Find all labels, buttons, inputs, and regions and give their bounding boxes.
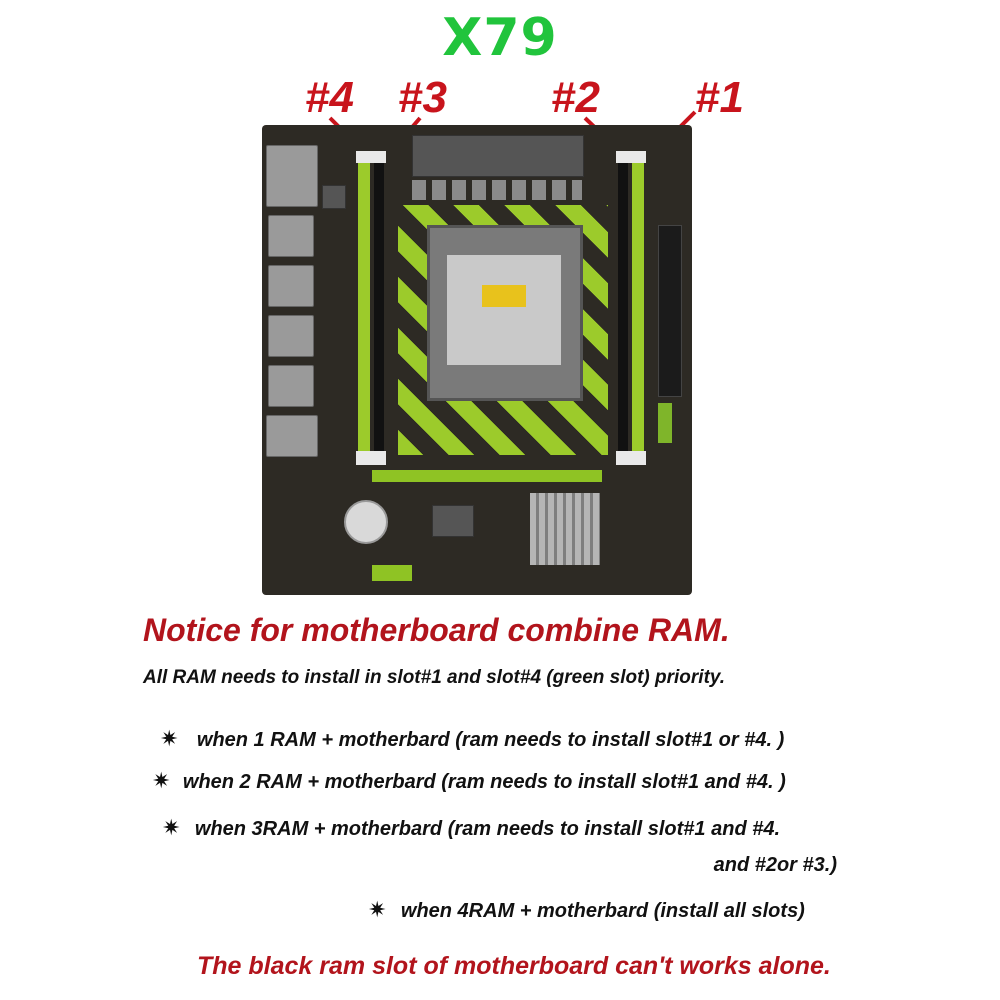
sata-port <box>658 403 672 443</box>
notice-title: Notice for motherboard combine RAM. <box>143 612 730 648</box>
onboard-chip <box>322 185 346 209</box>
rear-io-port <box>266 145 318 207</box>
rule-text: when 1 RAM + motherbard (ram needs to in… <box>196 729 785 751</box>
asterisk-icon: ✷ <box>162 815 181 840</box>
page-title: X79 <box>442 8 558 68</box>
dimm-latch <box>616 151 646 163</box>
rule-item-2: ✷ when 2 RAM + motherbard (ram needs to … <box>152 768 786 794</box>
cmos-battery <box>344 500 388 544</box>
rule-text: when 3RAM + motherbard (ram needs to ins… <box>194 818 781 840</box>
slot-label-2: #2 <box>551 73 600 122</box>
rear-io-port <box>268 215 314 257</box>
rule-text-continuation: and #2or #3.) <box>713 854 837 876</box>
cpu-socket-lga2011 <box>447 255 561 365</box>
dimm-slot-2 <box>618 163 628 463</box>
pcie-x16-slot <box>372 470 602 482</box>
dimm-latch <box>616 451 646 465</box>
onboard-chip <box>432 505 474 537</box>
asterisk-icon: ✷ <box>160 726 179 751</box>
rule-text: when 2 RAM + motherbard (ram needs to in… <box>182 771 786 793</box>
socket-cover-label <box>482 285 526 307</box>
dimm-latch <box>356 151 386 163</box>
chipset-heatsink <box>530 493 600 565</box>
dimm-slot-4 <box>358 163 370 463</box>
rear-io-port <box>268 265 314 307</box>
slot-label-4: #4 <box>305 73 354 122</box>
slot-label-1: #1 <box>695 73 744 122</box>
dimm-latch <box>356 451 386 465</box>
footer-warning: The black ram slot of motherboard can't … <box>197 952 831 980</box>
rule-item-3: ✷ when 3RAM + motherbard (ram needs to i… <box>162 815 780 841</box>
pcie-x1-slot <box>372 565 412 581</box>
rule-item-4: ✷ when 4RAM + motherbard (install all sl… <box>368 897 805 923</box>
vrm-mosfets <box>412 180 582 200</box>
atx-power-connector <box>658 225 682 397</box>
rear-io-port <box>266 415 318 457</box>
notice-subtitle: All RAM needs to install in slot#1 and s… <box>143 667 726 688</box>
asterisk-icon: ✷ <box>152 768 171 793</box>
dimm-slot-1 <box>632 163 644 463</box>
dimm-slot-3 <box>374 163 384 463</box>
asterisk-icon: ✷ <box>368 897 387 922</box>
rear-io-port <box>268 365 314 407</box>
rear-io-port <box>268 315 314 357</box>
vrm-heatsink <box>412 135 584 177</box>
slot-label-3: #3 <box>398 73 447 122</box>
rule-item-1: ✷ when 1 RAM + motherbard (ram needs to … <box>160 726 784 752</box>
rule-text: when 4RAM + motherbard (install all slot… <box>400 900 805 922</box>
motherboard-image <box>262 125 692 595</box>
